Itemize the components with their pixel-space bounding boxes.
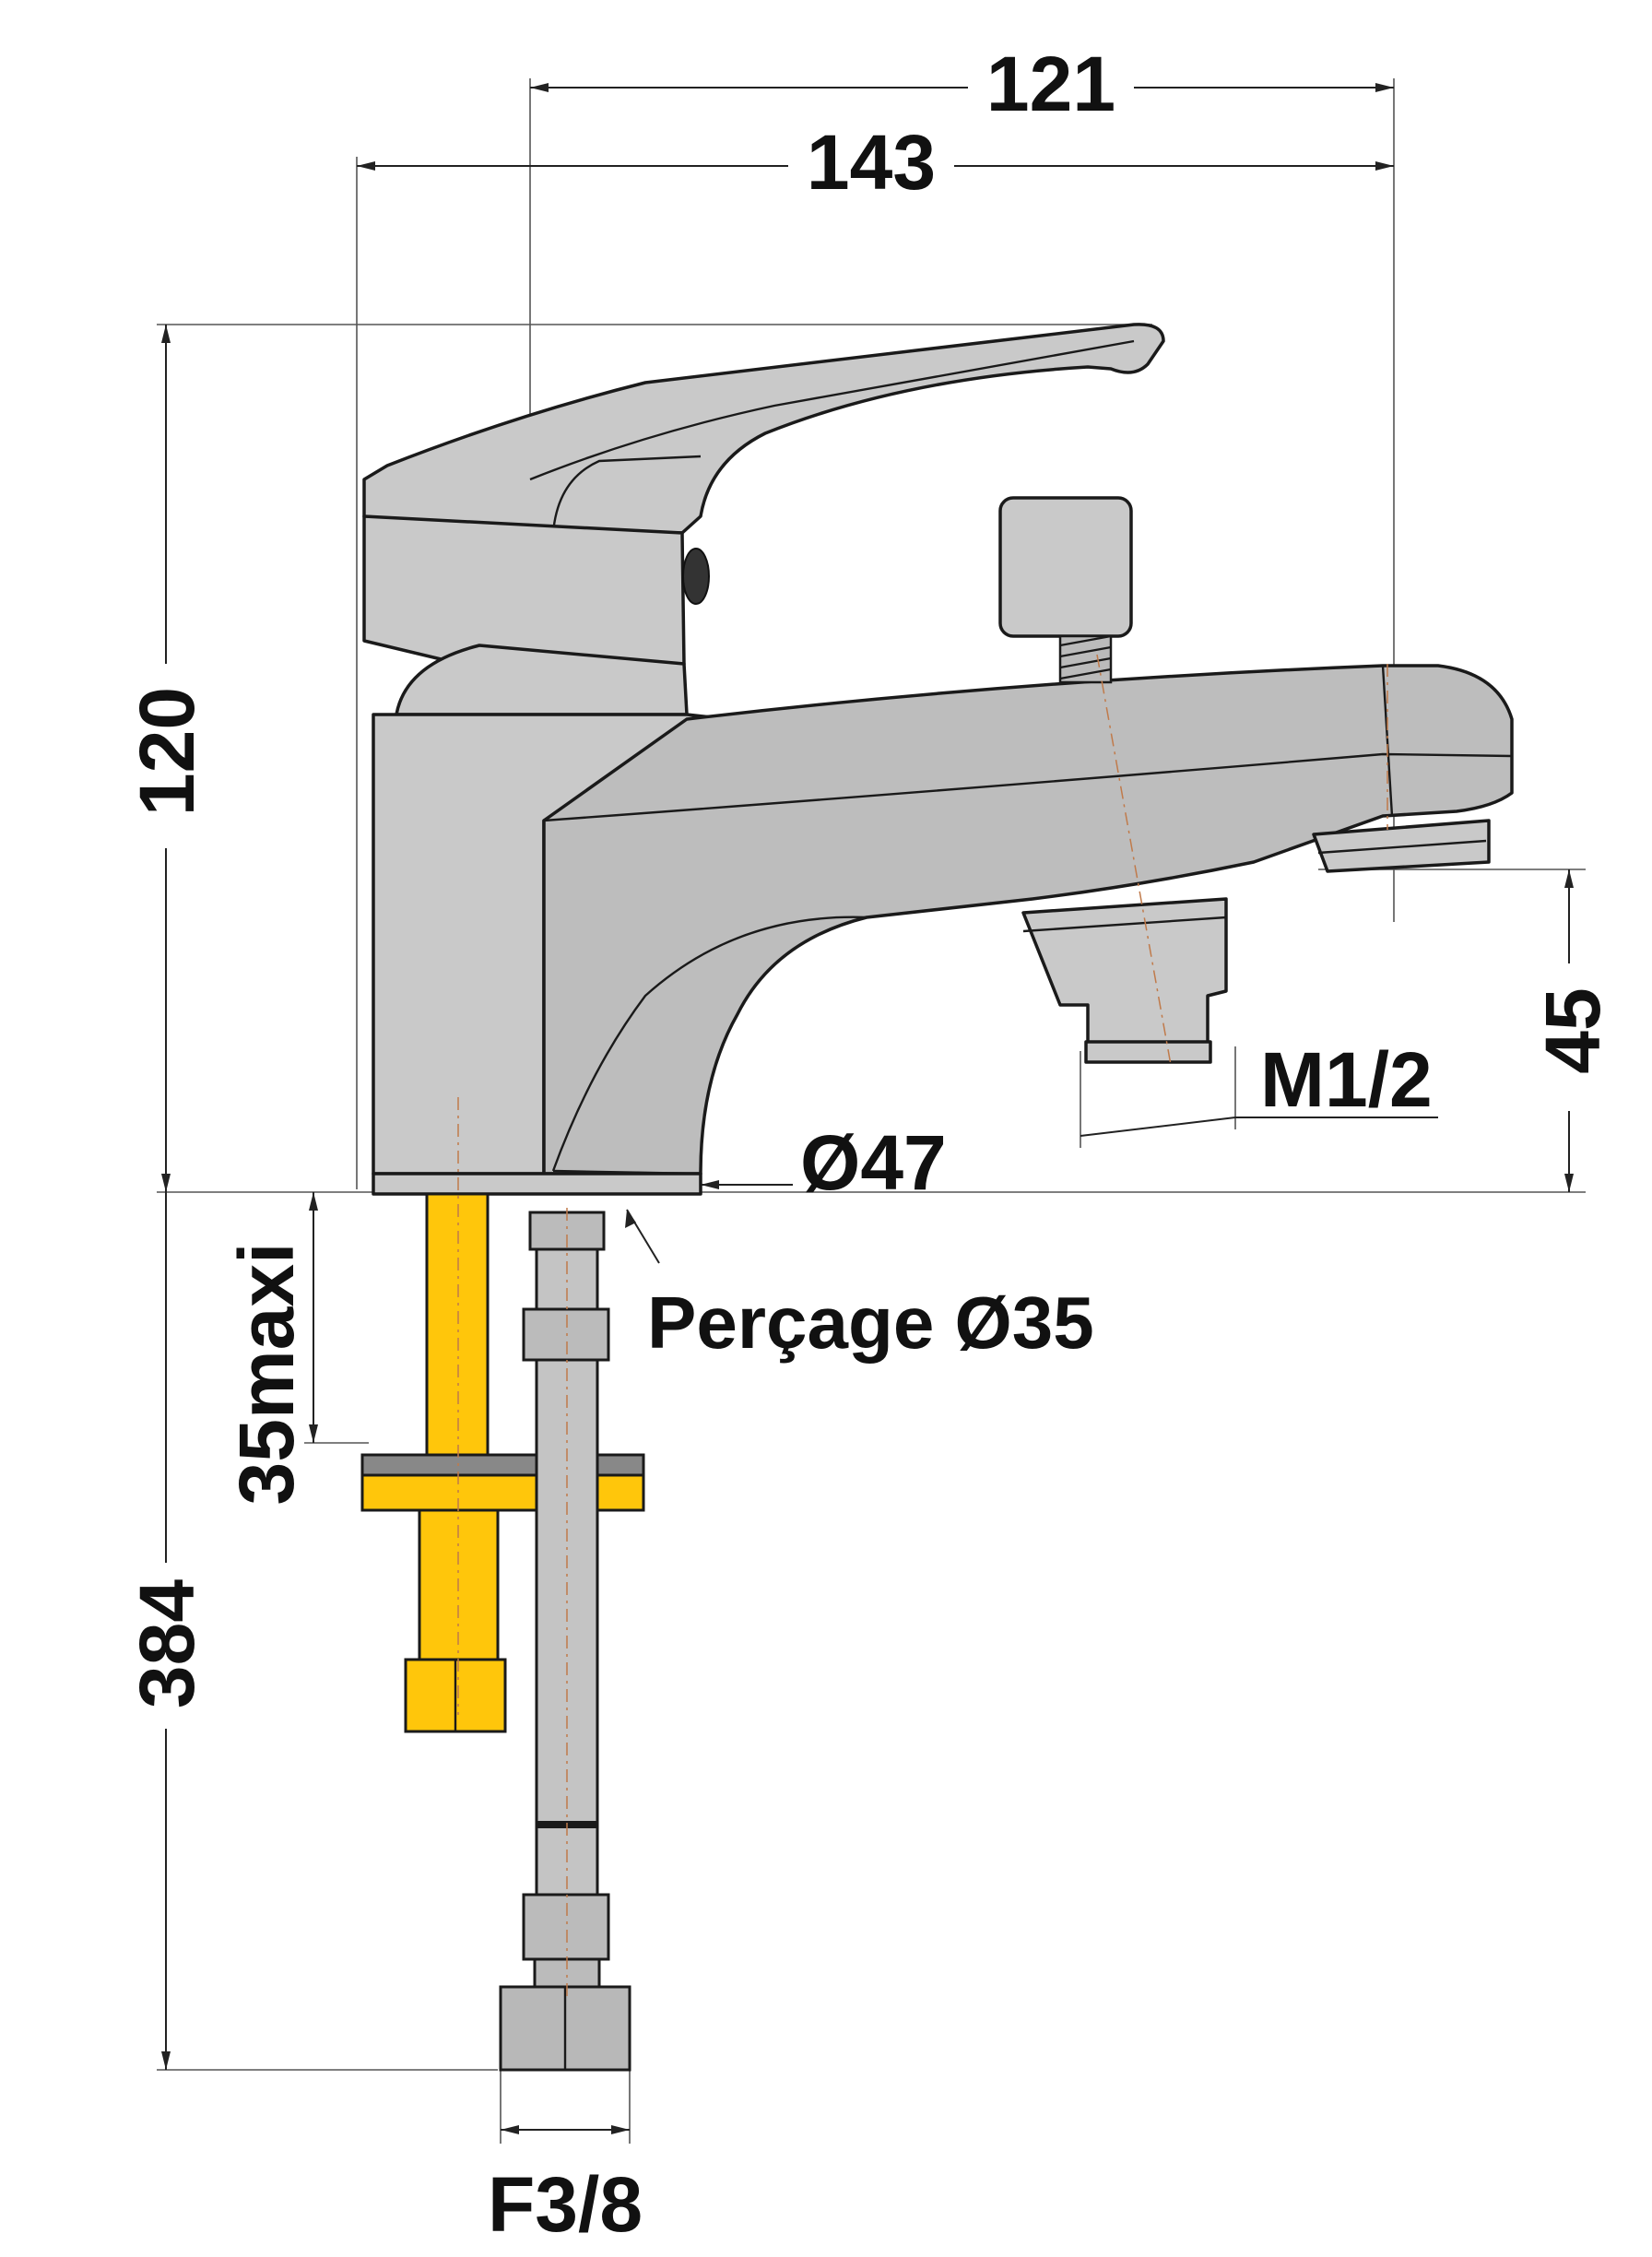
diverter-knob — [998, 496, 1133, 638]
dim-143: 143 — [807, 119, 936, 206]
dim-45: 45 — [1529, 987, 1616, 1073]
base-ring — [372, 1172, 702, 1196]
dim-f38: F3/8 — [488, 2161, 643, 2248]
cartridge-cap — [362, 514, 686, 670]
dim-121: 121 — [986, 41, 1115, 127]
dimension-labels: 121 143 120 45 M1/2 Ø47 Perçage Ø35 35ma… — [124, 41, 1616, 2248]
dim-35maxi: 35maxi — [223, 1243, 310, 1506]
fixing-rod — [425, 1192, 490, 1472]
outlet-fitting — [1021, 897, 1228, 1062]
drilling-label: Perçage Ø35 — [647, 1282, 1094, 1364]
dim-384: 384 — [124, 1579, 210, 1708]
fixing-assembly — [360, 1097, 645, 1733]
dim-m12: M1/2 — [1260, 1036, 1433, 1123]
dim-120: 120 — [124, 687, 210, 816]
flexible-hose — [499, 1208, 631, 2072]
lever-handle — [362, 323, 1165, 535]
faucet-body — [362, 323, 1514, 1196]
fixing-plate — [360, 1453, 645, 1477]
dim-47: Ø47 — [800, 1119, 947, 1206]
